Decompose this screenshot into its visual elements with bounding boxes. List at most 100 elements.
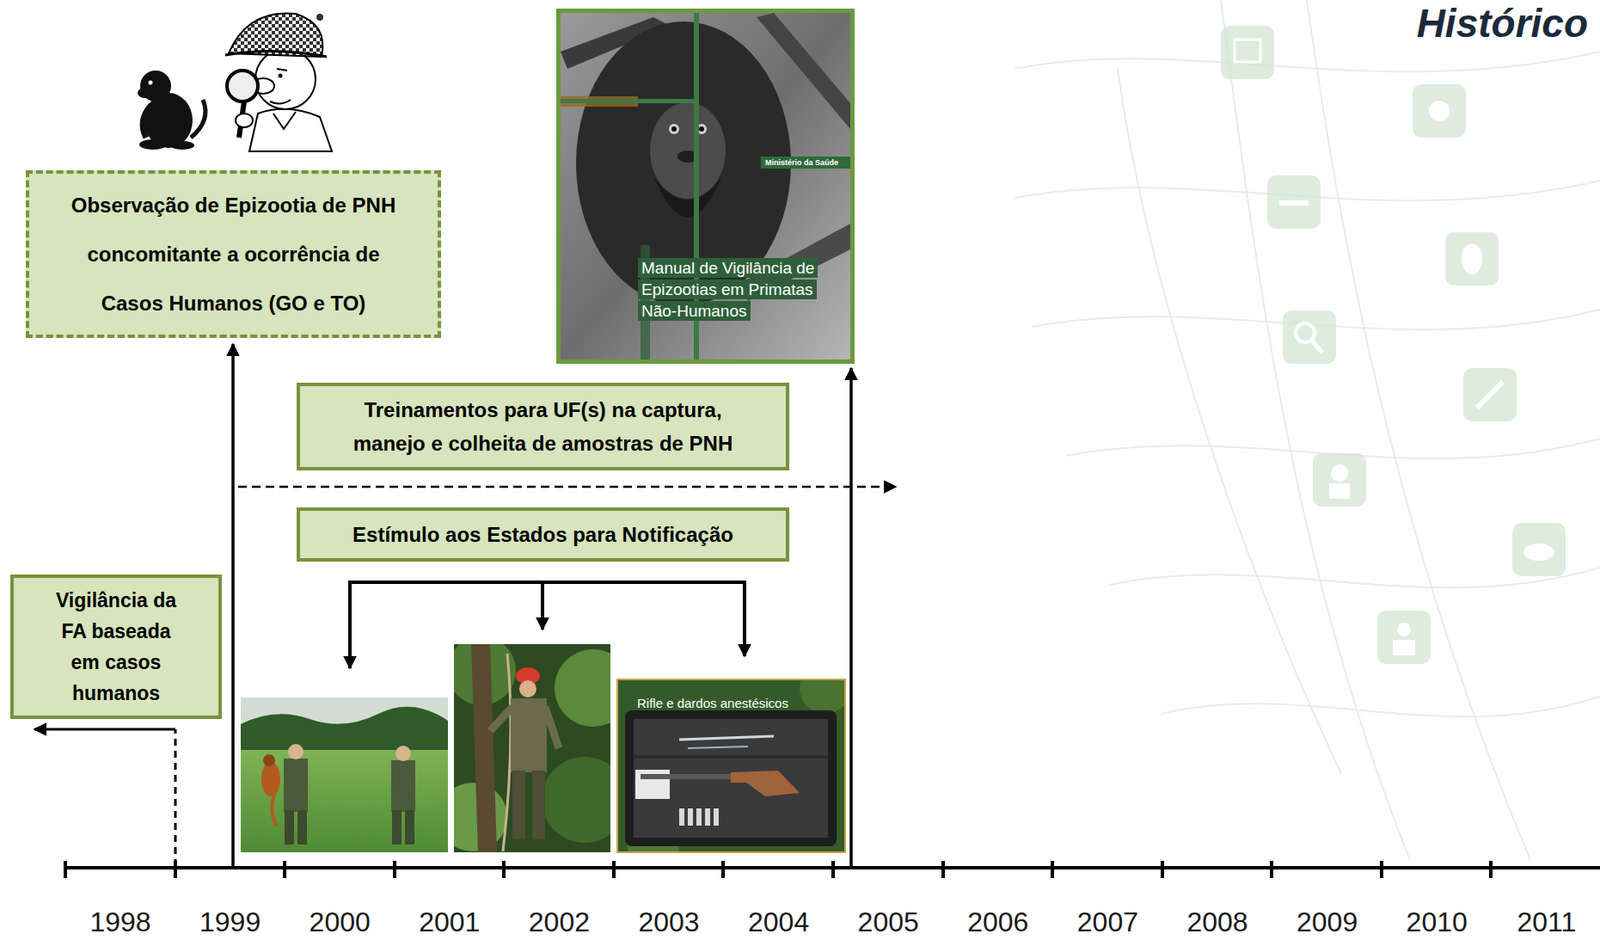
box-label: Observação de Epizootia de PNH concomita… [63,180,404,328]
publisher-text: Ministério da Saúde [765,157,839,168]
training-box: Treinamentos para UF(s) na captura, mane… [296,382,790,471]
forest-photo [545,706,559,748]
rifle-photo [730,770,800,797]
monkey-silhouette [139,139,167,150]
icon-tiles [1330,464,1349,482]
manual-cover-photo [653,176,723,218]
cover-title: Manual de Vigilância de Epizootias em Pr… [637,257,818,321]
field-photo [288,743,304,760]
year-label: 2001 [418,907,480,937]
background-decoration [1014,51,1600,72]
icon-tiles [1428,100,1450,122]
photo-caption: Rifle e dardos anestésicos [637,695,789,712]
time-axis [65,860,1491,878]
manual-cover-photo [649,102,726,199]
field-photo [404,809,415,845]
monkey-silhouette [137,87,152,99]
icon-tiles [1220,25,1566,664]
background-decoration [1014,0,1600,860]
box-label: Treinamentos para UF(s) na captura, mane… [343,392,743,460]
detective-cartoon [273,111,296,129]
timeline-arrows [540,582,545,630]
background-decoration [1117,68,1342,774]
year-label: 1998 [89,907,151,937]
year-label: 2011 [1516,907,1576,937]
year-label: 2004 [747,907,810,937]
rifle-photo [799,678,846,714]
icon-tiles [1397,622,1411,637]
time-axis [65,860,1600,878]
year-label: 2005 [858,907,920,937]
field-photo [284,809,295,845]
field-photo [261,761,281,797]
field-photo [391,760,416,812]
timeline-arrows [34,343,896,866]
field-photo [395,745,411,761]
box-label: Estímulo aos Estados para Notificação [317,517,769,552]
icon-tiles [1392,639,1416,656]
forest-photo [532,770,546,840]
rifle-photo [713,808,719,826]
detective-cartoon [235,113,253,128]
detective-cartoon [316,13,324,21]
observation-box: Observação de Epizootia de PNH concomita… [25,170,442,338]
year-label: 1999 [199,907,261,937]
icon-tiles [1312,453,1367,507]
surveillance-box: Vigilância da FA baseada em casos humano… [10,574,222,719]
icon-tiles [1461,243,1483,275]
forest-photo [453,643,611,853]
detective-cartoon [276,68,288,71]
rifle-photo [633,755,828,759]
field-photo [263,754,276,767]
detective-cartoon [226,70,258,102]
monkey-silhouette [148,80,154,86]
detective-cartoon [225,50,327,57]
icon-tiles [1445,232,1499,286]
monkey-silhouette [137,70,206,150]
manual-cover-photo [760,156,851,169]
icon-tiles [1220,25,1275,80]
icon-tiles [1311,340,1323,353]
detective-cartoon [278,73,283,79]
field-photo [240,749,448,853]
year-label: 2000 [309,907,371,937]
field-photo [240,706,448,757]
forest-photo [471,643,497,853]
icon-tiles [1512,522,1566,577]
forest-photo [554,649,611,727]
rifle-photo [633,718,828,838]
manual-cover-photo [560,12,851,360]
monkey-silhouette [170,140,195,150]
rifle-photo [687,746,748,748]
title-wrap: Manual de Vigilância de Epizootias em Pr… [637,257,841,322]
manual-cover-photo [560,12,851,360]
manual-cover-photo [698,126,705,132]
timeline-arrows [174,729,178,866]
forest-photo [502,653,511,852]
forest-photo [541,756,611,843]
year-label: 2010 [1406,907,1468,937]
icon-tiles [1523,543,1555,561]
detective-cartoon [269,99,291,105]
timeline-arrows [742,582,747,656]
background-decoration [1220,0,1410,860]
timeline-arrows [238,485,896,489]
rifle-photo [696,808,702,826]
notification-box: Estímulo aos Estados para Notificação [296,507,790,562]
forest-photo [519,680,537,698]
timeline-arrows [34,728,176,731]
background-decoration [1306,0,1531,860]
rifle-photo-frame: Rifle e dardos anestésicos [616,678,846,853]
icon-tiles [1279,200,1309,206]
field-photo [283,758,308,812]
field-photo [271,790,277,826]
timeline-arrows [231,343,235,866]
year-label: 2002 [528,907,590,937]
manual-cover: Ministério da SaúdeManual de Vigilância … [556,8,855,364]
background-decoration [1160,696,1600,717]
rifle-photo [625,710,837,846]
year-label: 2003 [637,907,699,937]
monkey-silhouette [142,104,152,138]
